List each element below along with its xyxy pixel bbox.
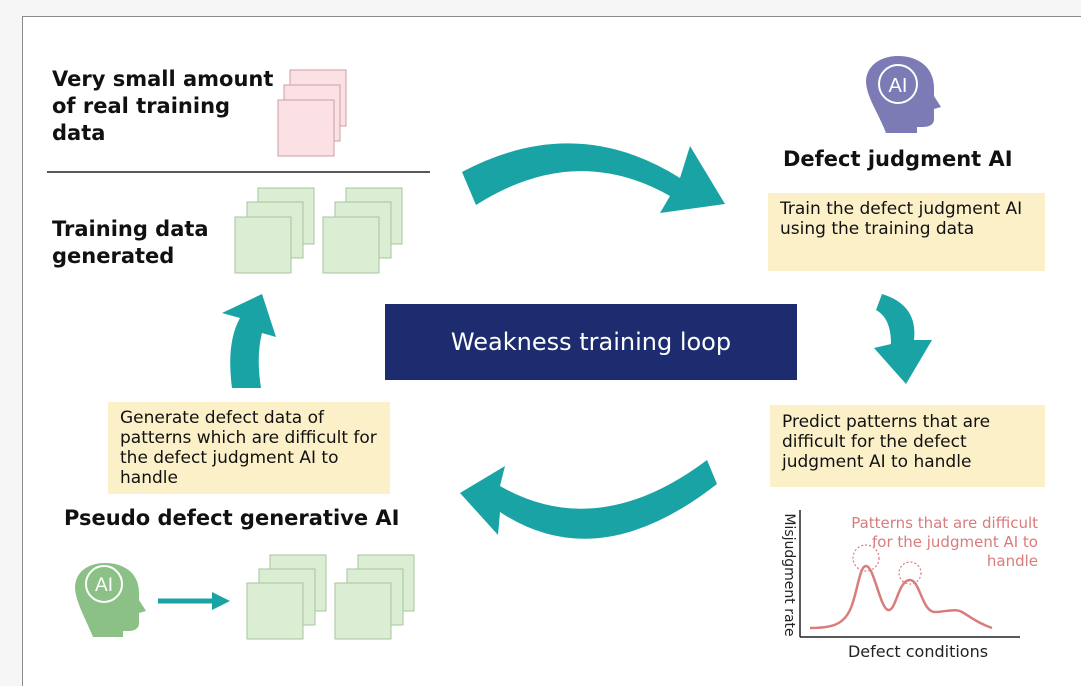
loop-title: Weakness training loop [385,304,797,380]
generative-ai-label: Pseudo defect generative AI [64,506,400,530]
generated-data-label: Training data generated [52,217,209,268]
loop-arrow-right [874,294,932,384]
generative-ai-head-icon [75,563,146,637]
real-data-stack [277,69,347,157]
judgment-ai-label: Defect judgment AI [783,147,1013,171]
note-generate: Generate defect data of patterns which a… [108,402,390,494]
judgment-ai-icon-text: AI [889,75,908,97]
loop-title-text: Weakness training loop [450,328,732,356]
generative-ai-icon-text: AI [95,575,113,596]
graph-annotation: Patterns that are difficult for the judg… [851,514,1038,570]
loop-arrow-top [462,143,725,213]
generated-data-stack-1 [234,187,315,274]
graph-y-label: Misjudgment rate [781,513,797,636]
output-data-stack-2 [334,554,415,640]
loop-arrow-bottom [460,460,717,539]
loop-arrow-left [222,294,276,388]
output-data-stack-1 [246,554,327,640]
judgment-ai-head-icon [866,56,941,133]
graph-x-label: Defect conditions [847,642,989,661]
real-data-label: Very small amount of real training data [52,67,274,145]
note-train: Train the defect judgment AI using the t… [768,193,1045,271]
generated-data-stack-2 [322,187,403,274]
misjudgment-graph [799,510,1020,638]
note-predict: Predict patterns that are difficult for … [770,405,1045,487]
generate-arrow [158,592,230,610]
